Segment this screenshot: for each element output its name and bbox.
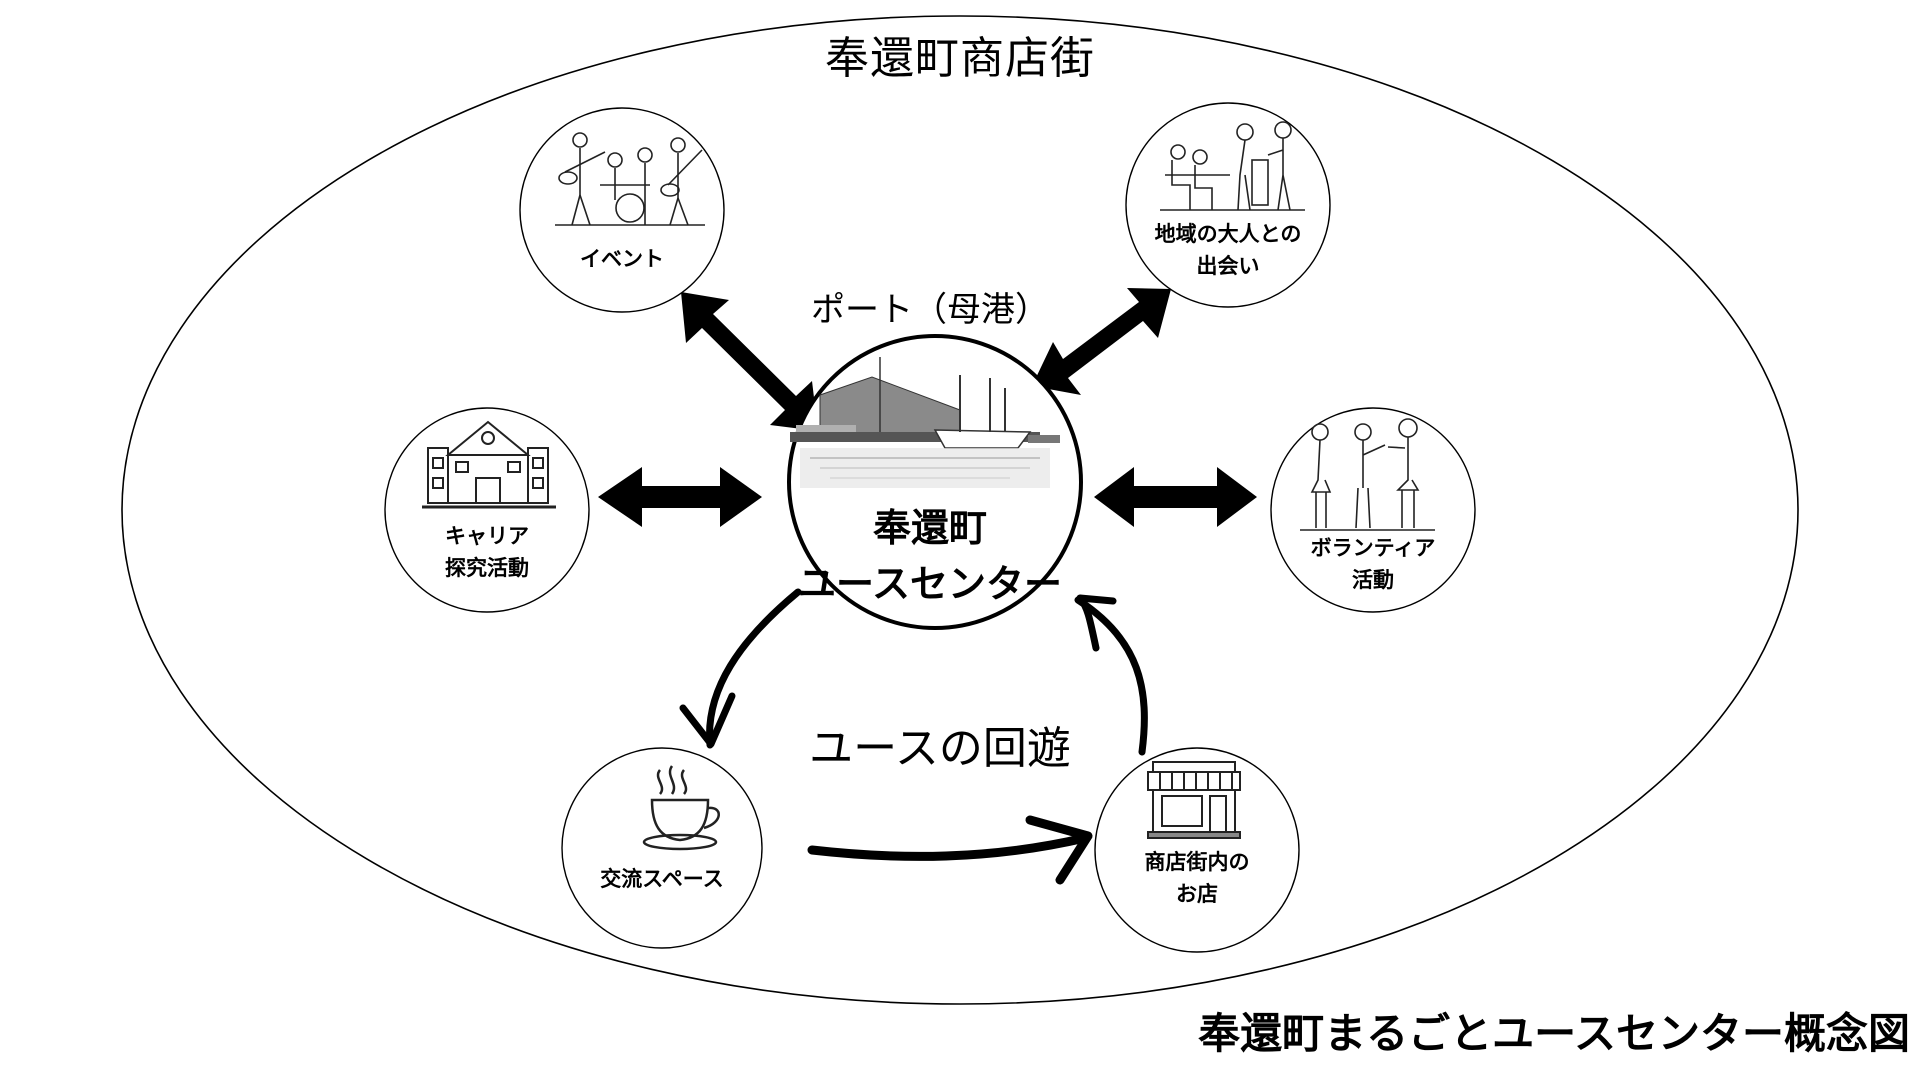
district-title: 奉還町商店街 [825,33,1095,84]
band-performance-icon [555,132,705,226]
node-event-label: イベント [522,243,722,275]
loop-caption: ユースの回遊 [809,723,1071,774]
arrow-center-adults [1032,288,1171,395]
arrow-center-career [598,467,762,527]
arrow-shop-to-center-head [1076,594,1117,652]
node-career[interactable] [384,407,590,613]
school-building-icon [422,420,556,509]
node-career-label-line1: キャリア [445,524,529,548]
node-event-label-line1: イベント [580,247,664,271]
arrow-center-to-lounge-head [679,692,736,748]
shopping-district-boundary [121,15,1799,1005]
node-adults-label: 地域の大人との 出会い [1128,218,1328,282]
harbor-ship-icon [790,357,1060,488]
coffee-cup-icon [642,765,720,851]
node-lounge[interactable] [561,747,763,949]
node-volunteer-label-line2: 活動 [1352,568,1394,592]
center-node-youth-center[interactable] [787,334,1083,630]
node-volunteer-label: ボランティア 活動 [1273,532,1473,596]
node-lounge-label: 交流スペース [562,863,762,895]
node-volunteer-label-line1: ボランティア [1310,536,1436,560]
volunteers-icon [1300,418,1435,531]
arrow-lounge-to-shop [807,833,1090,861]
node-shop-label-line2: お店 [1176,882,1218,906]
arrow-center-to-lounge [706,588,802,749]
center-node-label: 奉還町 ユースセンター [780,500,1080,612]
node-adults-label-line2: 出会い [1196,254,1260,278]
node-adults[interactable] [1125,102,1331,308]
node-adults-label-line1: 地域の大人との [1154,222,1302,246]
storefront-icon [1147,761,1241,839]
node-shop-label-line1: 商店街内の [1144,850,1250,874]
arrow-center-event [681,292,818,431]
port-caption: ポート（母港） [811,290,1049,330]
arrow-shop-to-center [1074,596,1148,756]
node-lounge-label-line1: 交流スペース [600,867,724,891]
node-shop[interactable] [1094,747,1300,953]
node-career-label-line2: 探究活動 [445,556,529,580]
node-shop-label: 商店街内の お店 [1097,846,1297,910]
arrow-lounge-to-shop-head [1025,815,1093,885]
node-career-label: キャリア 探究活動 [387,520,587,584]
people-meeting-icon [1160,121,1305,211]
arrow-center-volunteer [1094,467,1257,527]
figure-title: 奉還町まるごとユースセンター概念図 [1198,1009,1910,1058]
node-event[interactable] [519,107,725,313]
center-label-line1: 奉還町 [872,506,987,550]
center-label-line2: ユースセンター [797,562,1063,606]
node-volunteer[interactable] [1270,407,1476,613]
